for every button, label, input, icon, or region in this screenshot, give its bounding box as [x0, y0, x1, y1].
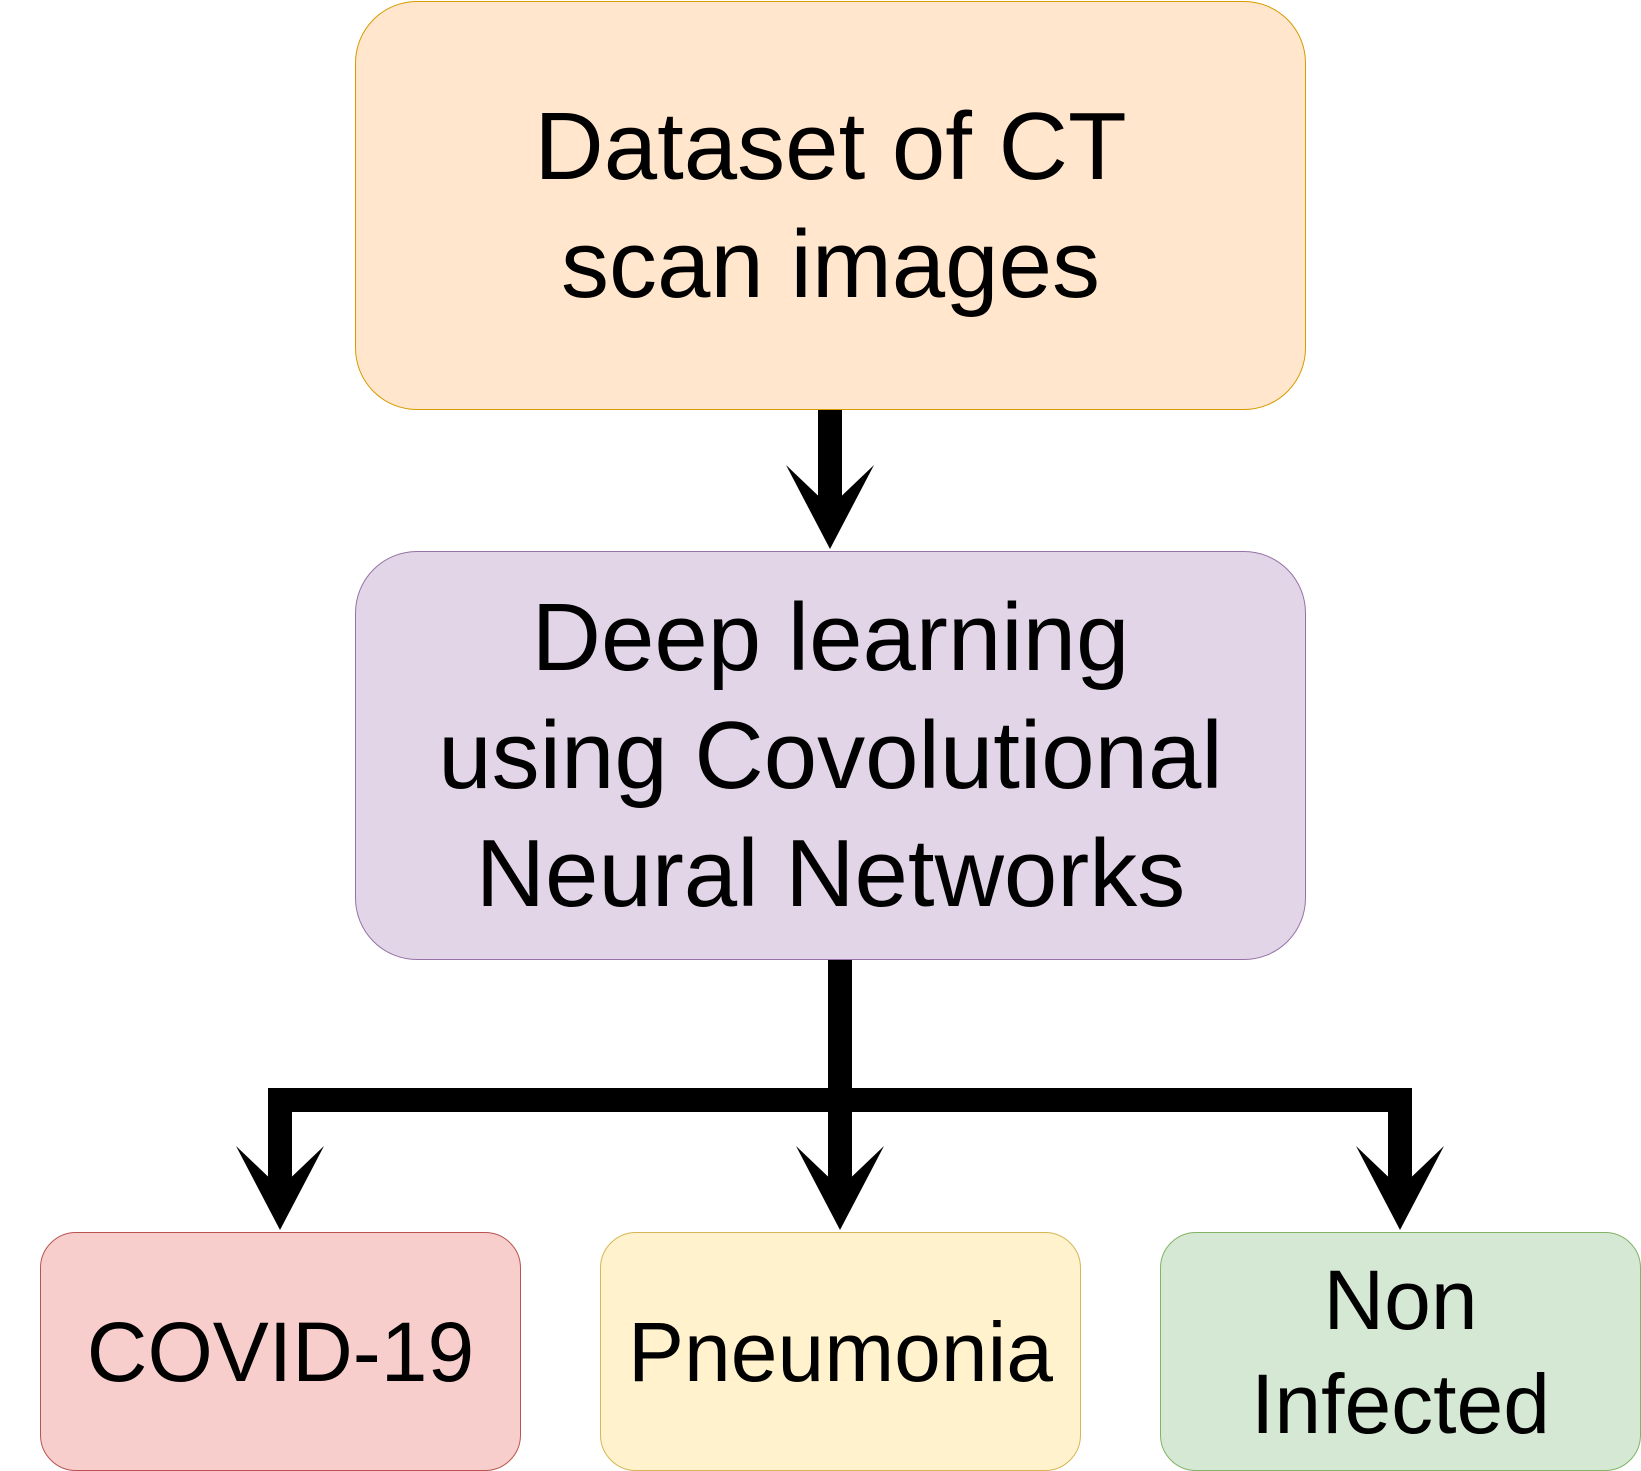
node-dataset-ct-scans: Dataset of CT scan images: [355, 1, 1306, 410]
node-pneumonia: Pneumonia: [600, 1232, 1081, 1471]
edge-cnn-to-covid-arrowhead: [236, 1146, 324, 1230]
node-non-infected: Non Infected: [1160, 1232, 1641, 1471]
node-pneumonia-label: Pneumonia: [628, 1304, 1053, 1399]
node-cnn-label: Deep learning using Covolutional Neural …: [438, 583, 1223, 927]
edge-cnn-to-pneumonia-arrowhead: [796, 1146, 884, 1230]
connector-lines: [236, 400, 1444, 1230]
node-non-infected-label: Non Infected: [1251, 1252, 1550, 1451]
edge-dataset-to-cnn-arrowhead: [786, 465, 874, 549]
node-deep-learning-cnn: Deep learning using Covolutional Neural …: [355, 551, 1306, 960]
node-covid-19: COVID-19: [40, 1232, 521, 1471]
edge-cnn-to-non-infected-arrowhead: [1356, 1146, 1444, 1230]
node-covid-label: COVID-19: [86, 1304, 475, 1399]
node-dataset-label: Dataset of CT scan images: [534, 92, 1127, 318]
